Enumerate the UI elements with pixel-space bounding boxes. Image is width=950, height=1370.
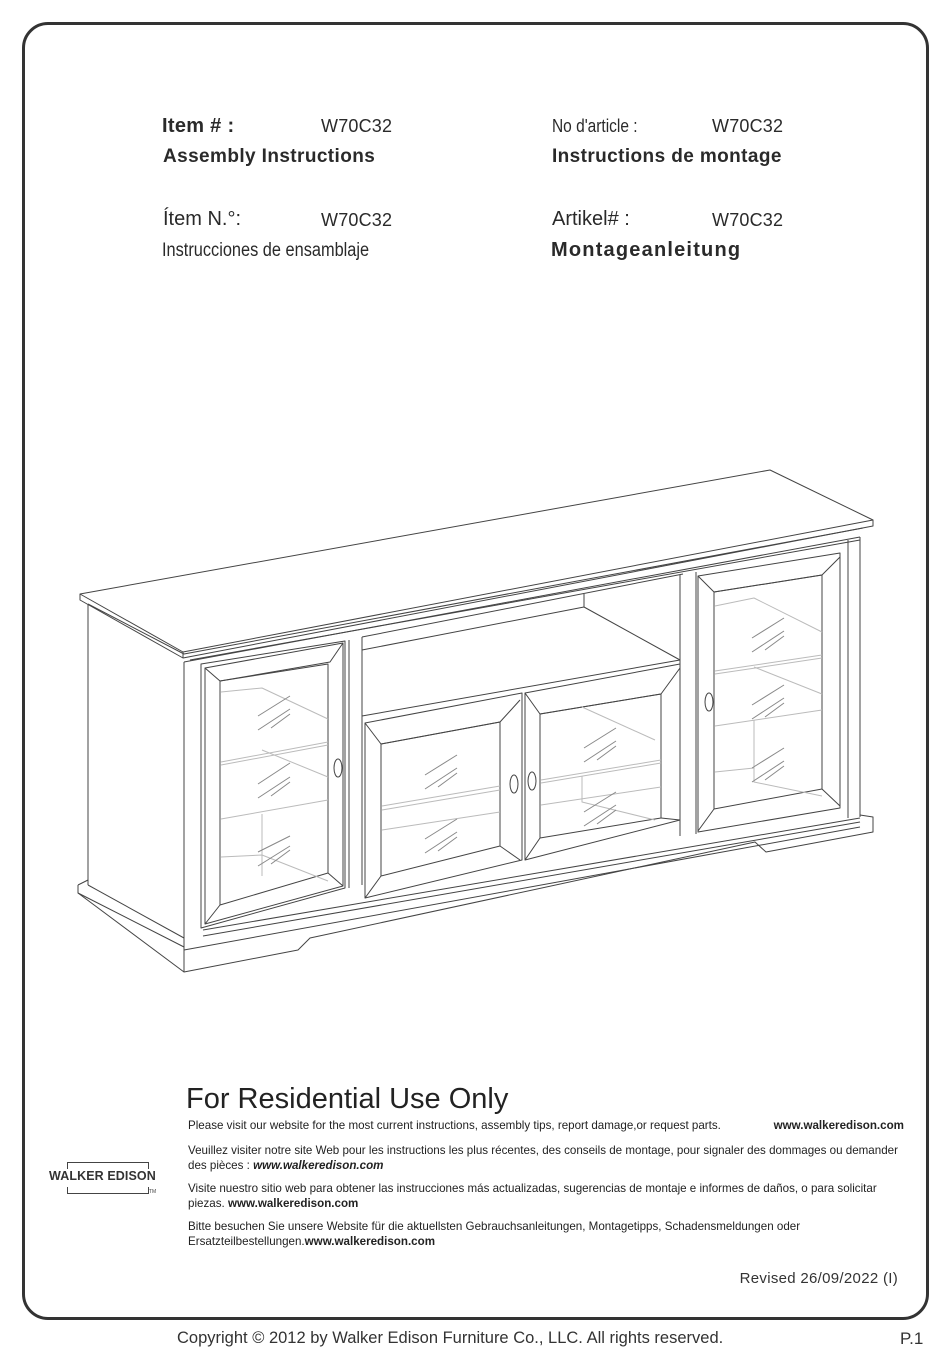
notice-text-en: Please visit our website for the most cu…	[188, 1119, 721, 1132]
item-number-label-en: Item # :	[162, 115, 235, 137]
notice-paragraph-fr: Veuillez visiter notre site Web pour les…	[188, 1143, 904, 1173]
revision-date: Revised 26/09/2022 (I)	[739, 1270, 898, 1287]
notice-paragraph-es: Visite nuestro sitio web para obtener la…	[188, 1181, 904, 1211]
page-border-frame	[22, 22, 929, 1320]
page-number: P.1	[900, 1329, 924, 1348]
tv-stand-illustration	[77, 469, 874, 973]
logo-text: WALKER EDISON	[49, 1169, 156, 1183]
website-link-en[interactable]: www.walkeredison.com	[773, 1119, 904, 1132]
assembly-instructions-title-fr: Instructions de montage	[552, 146, 782, 167]
notice-text-fr: Veuillez visiter notre site Web pour les…	[188, 1144, 898, 1172]
assembly-instructions-title-de: Montageanleitung	[551, 239, 742, 261]
notice-text-de: Bitte besuchen Sie unsere Website für di…	[188, 1220, 801, 1248]
assembly-instructions-title-es: Instrucciones de ensamblaje	[162, 240, 370, 261]
assembly-instructions-title-en: Assembly Instructions	[163, 146, 376, 167]
item-code-de: W70C32	[712, 210, 784, 230]
website-link-es[interactable]: www.walkeredison.com	[227, 1197, 359, 1210]
item-number-label-es: Ítem N.°:	[163, 208, 242, 230]
copyright-notice: Copyright © 2012 by Walker Edison Furnit…	[177, 1329, 724, 1347]
website-link-fr[interactable]: www.walkeredison.com	[253, 1159, 384, 1172]
notice-paragraph-en: Please visit our website for the most cu…	[188, 1118, 904, 1133]
item-code-es: W70C32	[321, 210, 393, 230]
website-link-de[interactable]: www.walkeredison.com	[304, 1235, 436, 1248]
item-code-fr: W70C32	[712, 116, 784, 136]
walker-edison-logo: WALKER EDISON TM	[49, 1162, 165, 1195]
item-number-label-de: Artikel# :	[552, 208, 630, 230]
notice-paragraph-de: Bitte besuchen Sie unsere Website für di…	[188, 1219, 904, 1249]
trademark-mark: TM	[149, 1189, 157, 1195]
item-number-label-fr: No d'article :	[552, 116, 638, 136]
logo-bracket-top	[67, 1162, 149, 1169]
residential-use-title: For Residential Use Only	[186, 1083, 509, 1115]
notice-text-es: Visite nuestro sitio web para obtener la…	[188, 1182, 877, 1210]
logo-bracket-bottom	[67, 1187, 149, 1194]
item-code-en: W70C32	[321, 116, 393, 136]
